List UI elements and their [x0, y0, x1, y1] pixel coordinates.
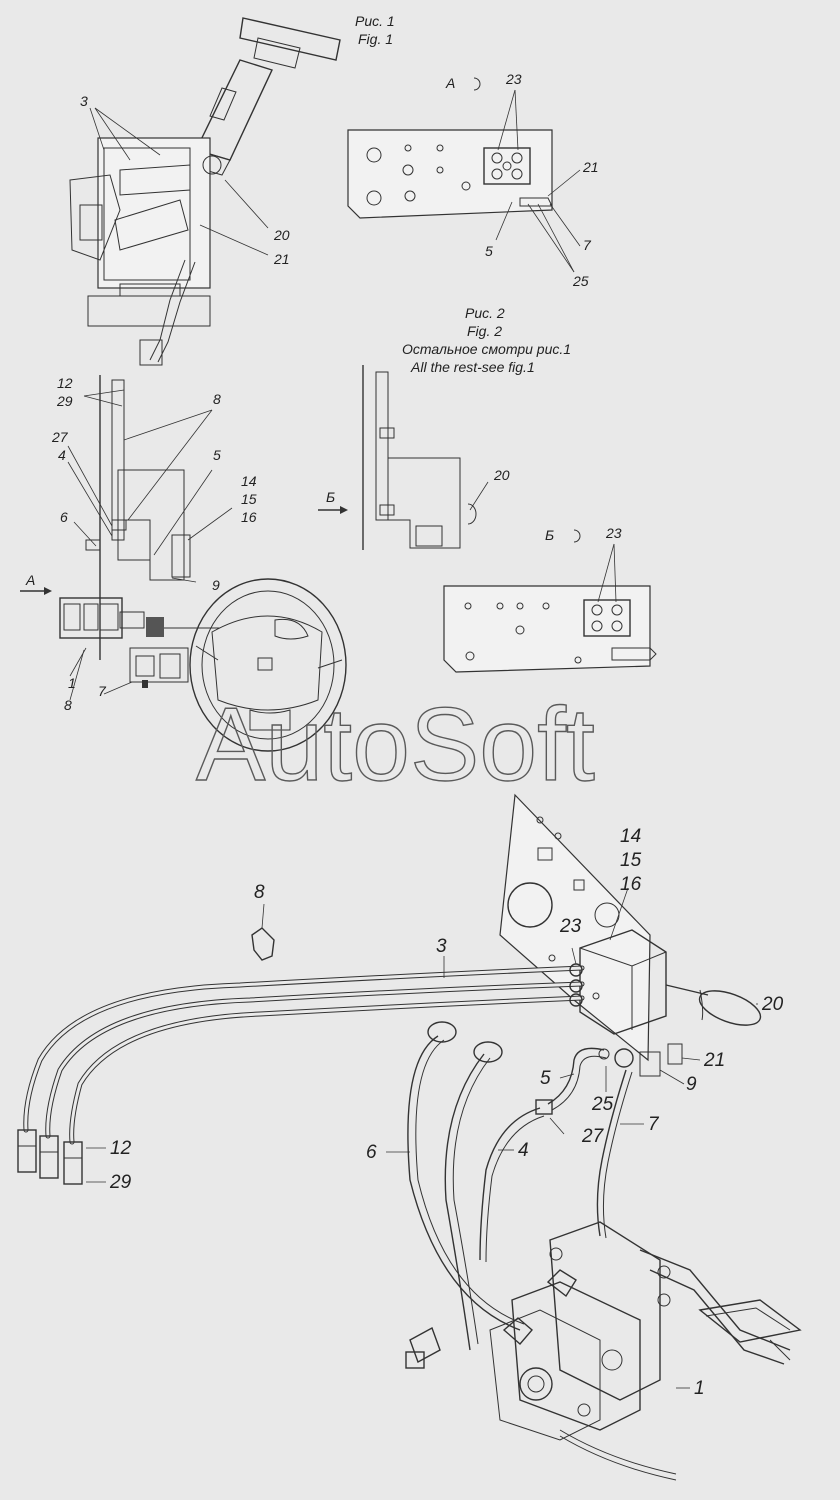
callout: 1 — [68, 675, 76, 691]
callout: 8 — [213, 391, 221, 407]
callout: 20 — [761, 994, 784, 1015]
fig1-caption-ru: Рис. 1 — [355, 13, 395, 29]
callout: 3 — [80, 93, 88, 109]
callout: 23 — [605, 525, 622, 541]
callout: 1 — [694, 1378, 705, 1399]
callout: 25 — [591, 1094, 614, 1115]
callout: 5 — [540, 1068, 551, 1089]
fig2-note-en: All the rest-see fig.1 — [410, 359, 535, 375]
fig1-front-view-drawing — [20, 375, 347, 752]
fig2-note-ru: Остальное смотри рис.1 — [402, 341, 571, 357]
callout: 9 — [212, 577, 220, 593]
iso-assembly-drawing — [17, 793, 802, 1481]
fig2-caption-en: Fig. 2 — [467, 323, 502, 339]
view-b-letter: Б — [545, 527, 554, 543]
callout: 8 — [64, 697, 72, 713]
callout: 14 — [241, 473, 257, 489]
callout: 16 — [620, 874, 642, 895]
view-rotation-icon — [473, 77, 481, 91]
callout: 14 — [620, 826, 641, 847]
view-a-label-group: А — [445, 75, 481, 91]
callout: 12 — [110, 1138, 132, 1159]
fig1-steering-column-drawing — [69, 17, 341, 366]
view-a-letter: А — [445, 75, 455, 91]
callout: 7 — [648, 1114, 660, 1135]
view-b-arrow-label: Б — [326, 489, 335, 505]
fig2-side-view-drawing — [318, 365, 489, 550]
view-b-label-group: Б — [545, 527, 581, 543]
callout: 21 — [582, 159, 599, 175]
callout: 20 — [273, 227, 290, 243]
callout: 23 — [559, 916, 582, 937]
callout: 23 — [505, 71, 522, 87]
callout: 6 — [60, 509, 68, 525]
callout: 20 — [493, 467, 510, 483]
view-a-panel-drawing — [347, 89, 581, 273]
callout: 12 — [57, 375, 73, 391]
callout: 9 — [686, 1074, 697, 1095]
callout: 6 — [366, 1142, 377, 1163]
callout: 25 — [572, 273, 589, 289]
view-a-arrow-label: А — [25, 572, 35, 588]
callout: 29 — [109, 1172, 132, 1193]
callout: 5 — [213, 447, 221, 463]
callout: 15 — [620, 850, 642, 871]
callout: 7 — [583, 237, 592, 253]
callout: 15 — [241, 491, 257, 507]
view-rotation-icon — [573, 529, 581, 543]
callout: 7 — [98, 683, 107, 699]
callout: 29 — [56, 393, 73, 409]
callout: 5 — [485, 243, 493, 259]
callout: 27 — [51, 429, 69, 445]
fig2-caption-ru: Рис. 2 — [465, 305, 505, 321]
view-b-panel-drawing — [443, 543, 657, 673]
callout: 3 — [436, 936, 447, 957]
callout: 4 — [58, 447, 66, 463]
callout: 16 — [241, 509, 257, 525]
callout: 4 — [518, 1140, 529, 1161]
fig1-caption-en: Fig. 1 — [358, 31, 393, 47]
callout: 21 — [273, 251, 290, 267]
callout: 8 — [254, 882, 265, 903]
callout: 21 — [703, 1050, 725, 1071]
callout: 27 — [581, 1126, 605, 1147]
watermark: AutoSoft — [196, 687, 595, 803]
